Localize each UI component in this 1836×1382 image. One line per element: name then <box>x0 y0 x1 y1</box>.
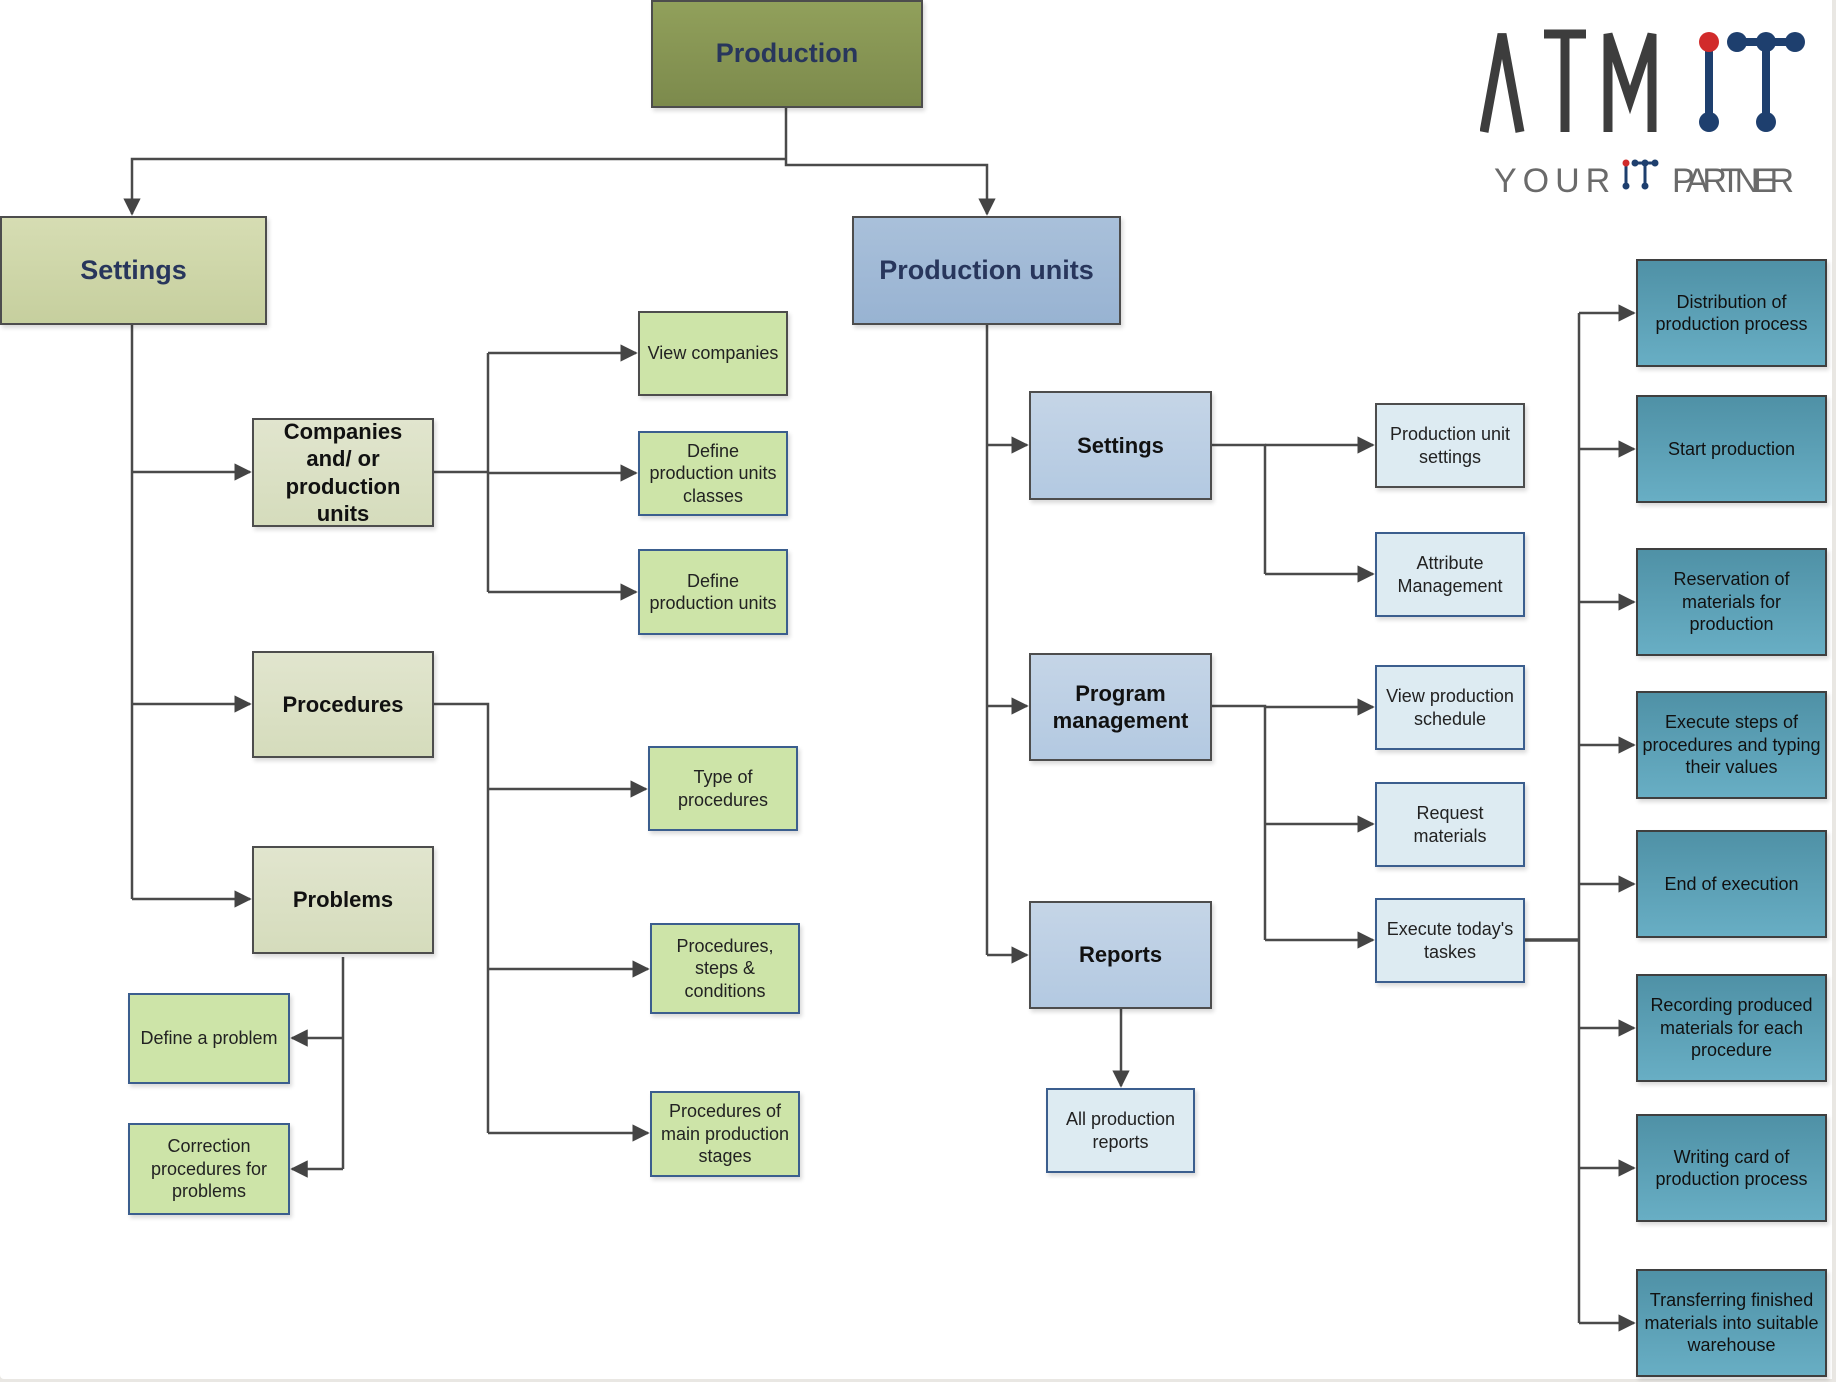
node-label: Procedures <box>282 691 404 717</box>
node-start-production[interactable]: Start production <box>1636 395 1827 503</box>
node-reservation[interactable]: Reservation of materials for production <box>1636 548 1827 656</box>
node-writing-card[interactable]: Writing card of production process <box>1636 1114 1827 1222</box>
node-label: End of execution <box>1664 873 1799 894</box>
node-label: View companies <box>647 343 779 364</box>
node-label: Define a problem <box>140 1028 278 1049</box>
logo-brand-atm <box>1480 29 1657 133</box>
node-pu-settings[interactable]: Settings <box>1029 391 1212 500</box>
node-label: Settings <box>1077 432 1164 458</box>
logo-tagline-right: PARTNER <box>1672 162 1798 200</box>
node-label: Procedures of main production stages <box>660 1101 790 1167</box>
node-label: Production unit settings <box>1389 424 1511 467</box>
node-label: Request materials <box>1413 803 1487 846</box>
node-label: Companies and/ or production units <box>283 418 403 527</box>
logo-tagline-left: YOUR <box>1494 162 1616 200</box>
node-execute-steps[interactable]: Execute steps of procedures and typing t… <box>1636 691 1827 799</box>
node-end-execution[interactable]: End of execution <box>1636 830 1827 938</box>
node-attribute-management[interactable]: Attribute Management <box>1375 532 1525 617</box>
logo-brand-it-icon <box>1699 32 1805 132</box>
node-type-procedures[interactable]: Type of procedures <box>648 746 798 831</box>
connector-pu-settings-trunk <box>1212 443 1267 574</box>
node-view-schedule[interactable]: View production schedule <box>1375 665 1525 750</box>
node-transferring[interactable]: Transferring finished materials into sui… <box>1636 1269 1827 1377</box>
node-correction-procedures[interactable]: Correction procedures for problems <box>128 1123 290 1215</box>
node-label: Production <box>715 38 859 69</box>
node-companies[interactable]: Companies and/ or production units <box>252 418 434 527</box>
node-label: Execute today's taskes <box>1386 919 1514 962</box>
node-define-problem[interactable]: Define a problem <box>128 993 290 1084</box>
node-label: Reports <box>1078 942 1163 968</box>
connector-procedures-trunk <box>434 702 490 1133</box>
node-production-units[interactable]: Production units <box>852 216 1121 325</box>
node-distribution[interactable]: Distribution of production process <box>1636 259 1827 367</box>
node-label: Procedures, steps & conditions <box>676 935 774 1001</box>
node-label: Reservation of materials for production <box>1673 569 1790 635</box>
node-label: Program management <box>1052 680 1189 734</box>
node-all-reports[interactable]: All production reports <box>1046 1088 1195 1173</box>
logo-tagline-it-icon <box>1622 159 1659 190</box>
connector-program-trunk <box>1212 704 1267 940</box>
connector-companies-trunk <box>434 353 490 592</box>
node-label: Define production units <box>649 570 777 614</box>
node-label: Transferring finished materials into sui… <box>1644 1290 1819 1356</box>
node-label: Writing card of production process <box>1655 1146 1808 1190</box>
node-production[interactable]: Production <box>651 0 923 108</box>
connector-root-to-settings <box>123 157 786 216</box>
node-define-units[interactable]: Define production units <box>638 549 788 635</box>
node-define-classes[interactable]: Define production units classes <box>638 431 788 516</box>
connector-root-to-units <box>784 159 996 216</box>
node-label: Attribute Management <box>1397 553 1503 596</box>
node-unit-settings[interactable]: Production unit settings <box>1375 403 1525 488</box>
node-settings[interactable]: Settings <box>0 216 267 325</box>
node-execute-today[interactable]: Execute today's taskes <box>1375 898 1525 983</box>
node-procedures[interactable]: Procedures <box>252 651 434 758</box>
node-view-companies[interactable]: View companies <box>638 311 788 396</box>
node-label: Production units <box>879 254 1094 285</box>
node-procedures-main[interactable]: Procedures of main production stages <box>650 1091 800 1177</box>
node-program-management[interactable]: Program management <box>1029 653 1212 761</box>
atmit-logo: YOUR PARTNER <box>1480 29 1805 200</box>
node-label: Recording produced materials for each pr… <box>1650 995 1813 1061</box>
node-label: Problems <box>292 887 394 913</box>
node-label: Correction procedures for problems <box>150 1136 268 1202</box>
node-label: All production reports <box>1065 1109 1176 1152</box>
node-label: Type of procedures <box>677 767 769 810</box>
node-problems[interactable]: Problems <box>252 846 434 954</box>
node-label: Settings <box>80 254 187 285</box>
logo-tagline: YOUR PARTNER <box>1494 159 1798 200</box>
node-label: Execute steps of procedures and typing t… <box>1642 712 1821 778</box>
node-recording[interactable]: Recording produced materials for each pr… <box>1636 974 1827 1082</box>
node-label: Start production <box>1667 438 1796 459</box>
node-label: View production schedule <box>1386 686 1514 729</box>
node-label: Distribution of production process <box>1655 291 1808 335</box>
node-label: Define production units classes <box>649 440 777 506</box>
node-procedures-steps[interactable]: Procedures, steps & conditions <box>650 923 800 1014</box>
node-reports[interactable]: Reports <box>1029 901 1212 1009</box>
node-request-materials[interactable]: Request materials <box>1375 782 1525 867</box>
